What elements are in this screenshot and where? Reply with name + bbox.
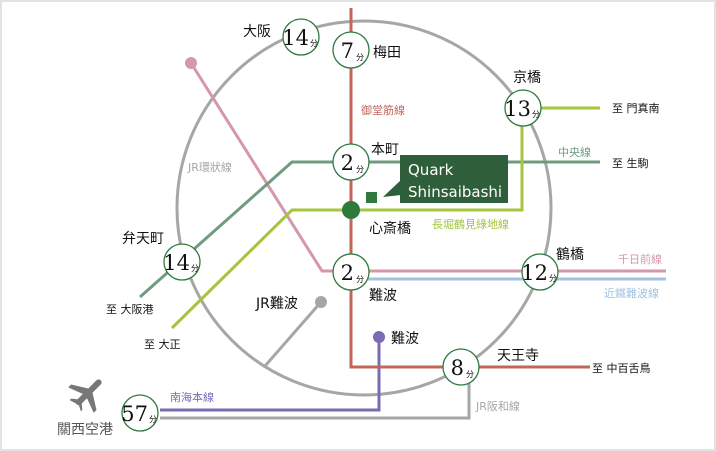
svg-text:8: 8	[451, 356, 464, 380]
property-callout	[400, 155, 508, 203]
svg-text:分: 分	[356, 53, 364, 62]
line-name-sennichimae: 千日前線	[618, 252, 662, 266]
svg-text:分: 分	[310, 39, 318, 48]
station-name-nankai-namba: 難波	[391, 331, 419, 347]
station-name-jr-namba: JR難波	[255, 296, 298, 312]
station-name-umeda: 梅田	[373, 45, 401, 61]
jr-hanwa-line	[160, 375, 471, 420]
svg-text:分: 分	[356, 275, 364, 284]
nankai-line	[160, 337, 381, 412]
jr-namba-branch	[263, 301, 323, 367]
station-name-osaka: 大阪	[243, 24, 271, 40]
svg-text:13: 13	[504, 97, 531, 121]
destination-kadomaminami: 至 門真南	[612, 101, 660, 115]
svg-text:57: 57	[121, 402, 148, 426]
svg-text:分: 分	[466, 370, 474, 379]
station-name-shinsaibashi: 心斎橋	[369, 220, 411, 237]
station-name-kansai-airport: 關西空港	[57, 422, 113, 438]
midosuji-line	[349, 8, 590, 369]
property-name-line2: Shinsaibashi	[408, 183, 502, 201]
line-name-chuo: 中央線	[558, 145, 591, 159]
svg-text:分: 分	[549, 274, 557, 283]
svg-text:2: 2	[341, 151, 354, 175]
line-name-kintetsu: 近鐵難波線	[604, 286, 659, 300]
nankai-namba-dot	[373, 331, 385, 343]
jr-loop-line	[175, 19, 553, 397]
sennichimae-end-dot	[185, 57, 197, 69]
property-marker	[366, 192, 377, 203]
svg-text:14: 14	[163, 251, 190, 275]
svg-text:分: 分	[149, 415, 157, 424]
line-name-nankai: 南海本線	[170, 390, 214, 404]
destination-nakamozu: 至 中百舌鳥	[592, 361, 651, 375]
svg-text:12: 12	[521, 261, 548, 285]
station-name-kyobashi: 京橋	[513, 70, 541, 86]
station-name-honmachi: 本町	[371, 142, 399, 158]
destination-taisho: 至 大正	[144, 337, 181, 351]
nagahori-line	[170, 106, 600, 330]
property-name-line1: Quark	[408, 161, 454, 179]
destination-osakako: 至 大阪港	[106, 302, 154, 316]
line-name-nagahori: 長堀鶴見綠地線	[432, 217, 509, 231]
svg-text:14: 14	[282, 26, 309, 50]
svg-text:7: 7	[341, 39, 354, 63]
svg-text:2: 2	[341, 261, 354, 285]
destination-ikoma: 至 生駒	[612, 156, 649, 170]
line-name-jr-hanwa: JR阪和線	[475, 399, 520, 413]
jr-namba-dot	[315, 296, 327, 308]
svg-text:分: 分	[532, 110, 540, 119]
station-name-bentencho: 弁天町	[122, 231, 164, 247]
svg-text:分: 分	[356, 165, 364, 174]
station-name-tsuruhashi: 鶴橋	[556, 246, 584, 263]
station-name-tennoji: 天王寺	[497, 348, 539, 364]
svg-text:分: 分	[191, 264, 199, 273]
line-name-midosuji: 御堂筋線	[361, 103, 405, 117]
shinsaibashi-dot	[342, 201, 360, 219]
line-name-jr-loop: JR環狀線	[187, 160, 232, 174]
station-name-namba: 難波	[369, 288, 397, 304]
callout-pointer	[383, 180, 401, 197]
airplane-icon	[68, 379, 102, 413]
